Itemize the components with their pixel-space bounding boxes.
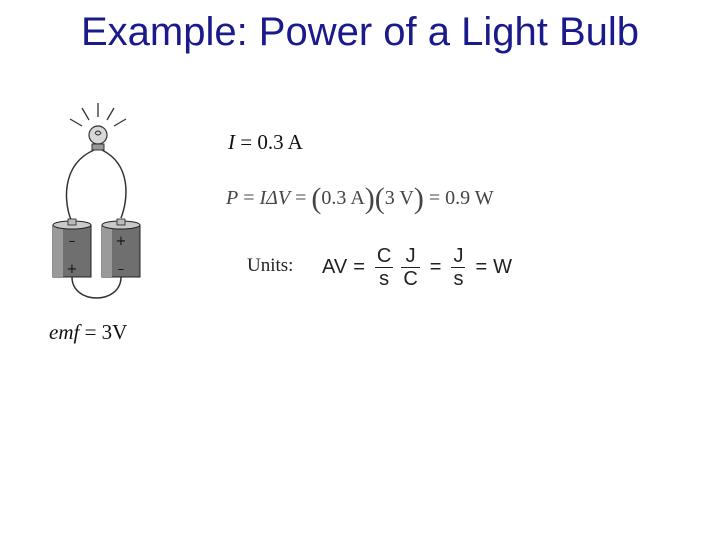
light-rays: [69, 103, 127, 127]
power-volts: 3 V: [384, 187, 414, 209]
battery-left-top-sign: –: [69, 234, 76, 249]
units-result: W: [493, 255, 513, 278]
power-current-symbol: I: [259, 187, 267, 209]
paren-open-1: (: [311, 182, 322, 215]
paren-close-1: ): [364, 182, 375, 215]
fraction-3-numerator: J: [453, 244, 464, 267]
emf-equation: emf = 3V: [49, 320, 127, 345]
current-symbol: I: [228, 130, 235, 154]
fraction-1-numerator: C: [376, 244, 392, 267]
light-bulb: [88, 125, 108, 151]
power-equation: P = IΔV = (0.3 A)(3 V) = 0.9 W: [226, 182, 494, 216]
current-equation: I = 0.3 A: [228, 130, 303, 155]
power-amps: 0.3 A: [321, 187, 365, 209]
fraction-2-bar: [401, 266, 420, 268]
emf-equals: =: [79, 320, 102, 344]
emf-symbol: emf: [49, 320, 80, 344]
units-fraction-coulomb-per-second: C s: [374, 244, 394, 290]
power-equals-2: =: [290, 187, 312, 209]
battery-right-bottom-sign: –: [118, 262, 125, 277]
current-equals: =: [235, 130, 258, 154]
units-label: Units:: [247, 255, 294, 276]
fraction-1-bar: [374, 266, 394, 268]
battery-left: – +: [52, 218, 92, 278]
circuit-illustration: – + + –: [52, 103, 141, 299]
fraction-3-denominator: s: [453, 267, 464, 290]
units-fraction-joule-per-coulomb: J C: [401, 244, 420, 290]
battery-left-bottom-sign: +: [67, 262, 78, 277]
emf-value: 3V: [101, 320, 128, 344]
current-value: 0.3 A: [257, 130, 303, 154]
fraction-2-numerator: J: [405, 244, 416, 267]
fraction-1-denominator: s: [379, 267, 390, 290]
units-equals-1: =: [353, 255, 365, 278]
units-fraction-joule-per-second: J s: [451, 244, 466, 290]
power-equals-3: =: [423, 187, 446, 209]
units-equation: AV = C s J C = J s = W: [322, 240, 512, 294]
slide-title: Example: Power of a Light Bulb: [80, 10, 640, 54]
battery-right-top-sign: +: [116, 234, 127, 249]
power-symbol: P: [226, 187, 239, 209]
paren-close-2: ): [413, 182, 424, 215]
units-equals-2: =: [429, 255, 442, 278]
battery-right: + –: [101, 218, 141, 278]
fraction-3-bar: [451, 266, 466, 268]
paren-open-2: (: [374, 182, 385, 215]
units-lhs: AV: [322, 255, 348, 278]
power-voltage-symbol: ΔV: [266, 187, 291, 209]
units-equals-3: =: [475, 255, 488, 278]
power-result: 0.9 W: [445, 187, 494, 209]
circuit-wires: [65, 149, 127, 299]
fraction-2-denominator: C: [403, 267, 418, 290]
power-equals-1: =: [238, 187, 260, 209]
